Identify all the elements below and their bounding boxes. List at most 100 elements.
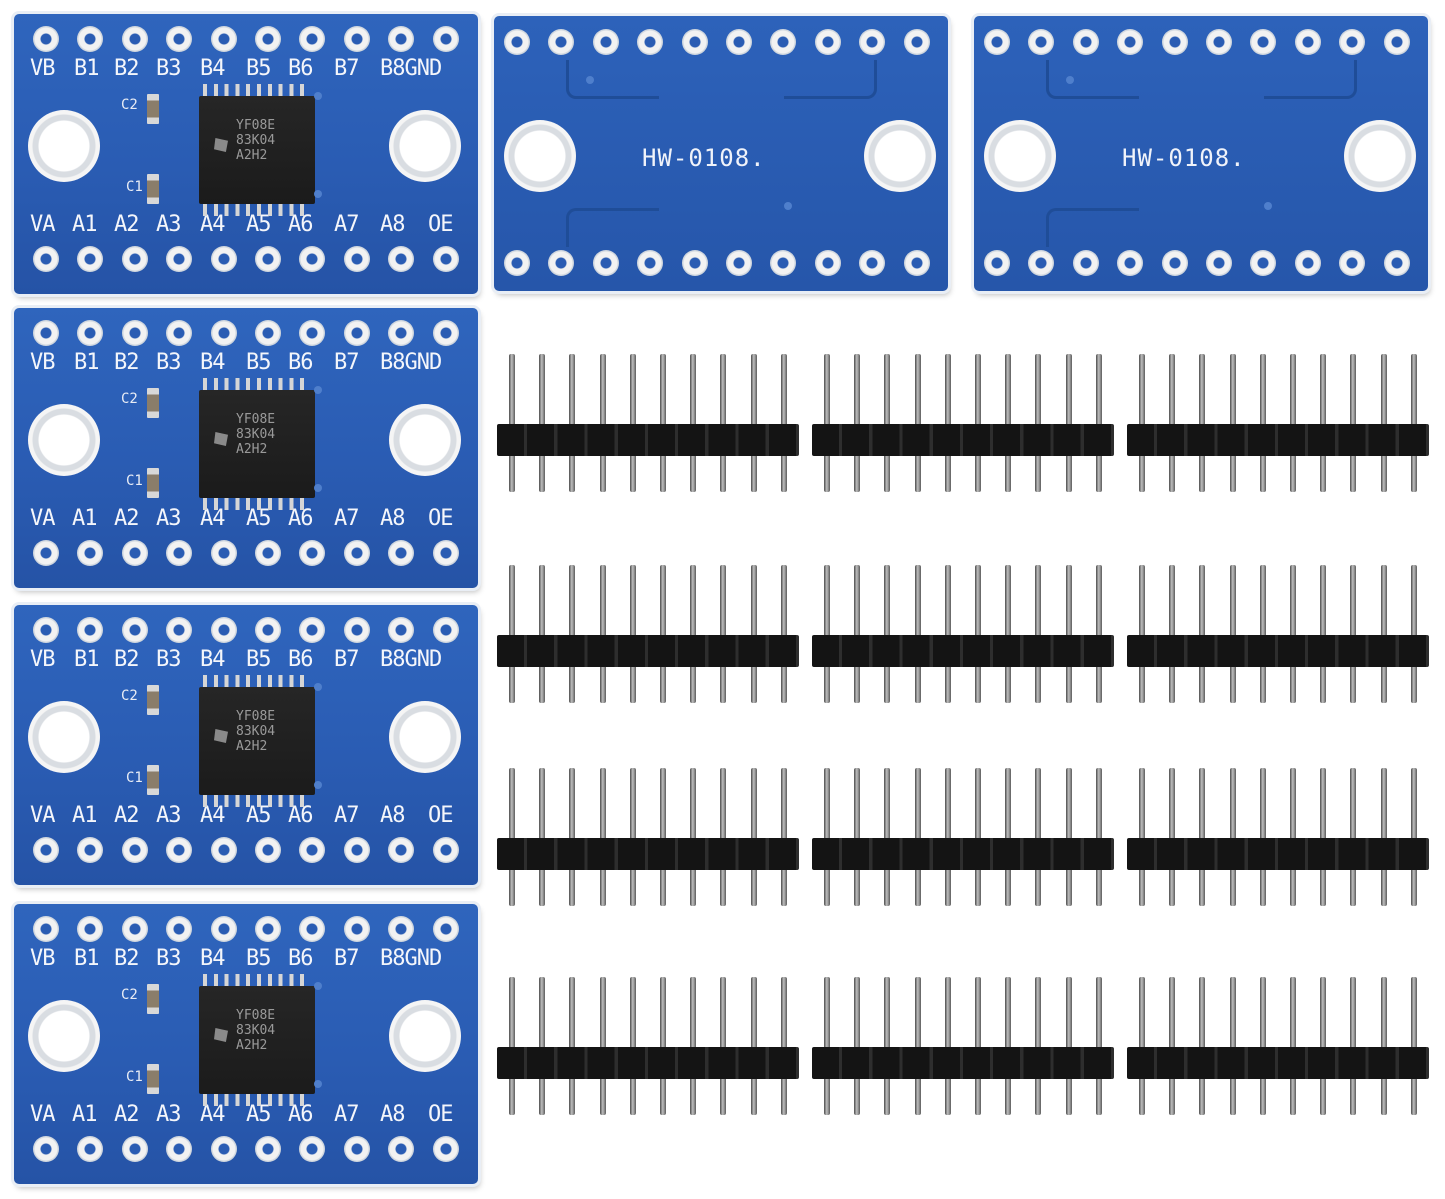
- solder-pad: [548, 250, 575, 276]
- header-pin: [1259, 565, 1266, 703]
- solder-pad: [388, 540, 415, 566]
- header-pin: [1259, 977, 1266, 1115]
- header-pin: [690, 977, 697, 1115]
- header-pin: [1199, 977, 1206, 1115]
- pin-label-bottom: VA: [30, 506, 55, 531]
- ti-logo-icon: [214, 1028, 228, 1042]
- solder-pad: [166, 916, 193, 942]
- pin-label-bottom: A2: [114, 803, 139, 828]
- header-plastic-block: [812, 424, 1114, 456]
- capacitor-c2: [147, 984, 159, 1014]
- solder-pad: [681, 250, 708, 276]
- header-pin: [750, 768, 757, 906]
- solder-pad: [121, 320, 148, 346]
- solder-pad: [343, 1136, 370, 1162]
- solder-pad: [388, 320, 415, 346]
- header-pin: [690, 354, 697, 492]
- pin-label-top: B5: [246, 946, 271, 971]
- header-pin: [975, 354, 981, 492]
- header-pin: [509, 977, 515, 1115]
- header-plastic-block: [1127, 635, 1429, 667]
- via: [314, 190, 322, 198]
- solder-pad: [33, 320, 59, 346]
- header-pin: [854, 565, 861, 703]
- pin-header-strip: [497, 977, 799, 1115]
- header-plastic-block: [1127, 1047, 1429, 1079]
- via: [784, 202, 792, 210]
- pin-label-top: VB: [30, 946, 55, 971]
- solder-pad: [432, 26, 459, 52]
- header-pin: [1290, 565, 1296, 703]
- solder-pad: [903, 29, 930, 55]
- pin-label-bottom: OE: [428, 506, 453, 531]
- solder-pad: [210, 540, 237, 566]
- solder-pad: [299, 617, 326, 643]
- pin-label-top: B6: [288, 350, 313, 375]
- header-pin: [1410, 977, 1417, 1115]
- header-pin: [1350, 977, 1357, 1115]
- header-pin: [720, 354, 727, 492]
- copper-trace: [1264, 60, 1357, 99]
- chip-pins-top: [203, 84, 311, 98]
- header-pin: [1005, 768, 1012, 906]
- pin-label-bottom: A5: [246, 506, 271, 531]
- solder-pad: [814, 250, 841, 276]
- header-pin: [1065, 768, 1072, 906]
- solder-pad: [1339, 250, 1366, 276]
- solder-pad: [984, 250, 1010, 276]
- header-pin: [1290, 768, 1296, 906]
- pin-label-bottom: A6: [288, 1102, 313, 1127]
- header-pin: [1380, 977, 1387, 1115]
- pin-label-top: B6: [288, 647, 313, 672]
- header-pin: [539, 768, 546, 906]
- pin-label-bottom: A4: [200, 803, 225, 828]
- header-pin: [690, 565, 697, 703]
- header-pin: [569, 354, 576, 492]
- chip-marking: YF08E 83K04 A2H2: [236, 118, 276, 163]
- pin-label-bottom: A8: [380, 506, 405, 531]
- solder-pad: [903, 250, 930, 276]
- header-pin: [1290, 977, 1296, 1115]
- header-pin: [629, 354, 636, 492]
- header-pin: [1065, 977, 1072, 1115]
- header-pin: [629, 768, 636, 906]
- solder-pad: [1339, 29, 1366, 55]
- pin-header-strip: [497, 354, 799, 492]
- header-pin: [1199, 354, 1206, 492]
- pin-header-strip: [497, 768, 799, 906]
- solder-pad: [255, 916, 281, 942]
- solder-pad: [77, 540, 104, 566]
- solder-pad: [1028, 29, 1055, 55]
- header-pin: [824, 565, 830, 703]
- pin-label-top: VB: [30, 647, 55, 672]
- solder-pad: [637, 29, 664, 55]
- solder-pad: [1294, 250, 1321, 276]
- solder-pad: [255, 320, 281, 346]
- header-plastic-block: [812, 1047, 1114, 1079]
- header-pin: [509, 768, 515, 906]
- pin-header-strip: [1127, 768, 1429, 906]
- header-plastic-block: [1127, 838, 1429, 870]
- copper-trace: [1046, 60, 1139, 99]
- pin-label-bottom: VA: [30, 212, 55, 237]
- header-pin: [780, 977, 787, 1115]
- solder-pad: [592, 250, 619, 276]
- capacitor-c2: [147, 94, 159, 124]
- header-pin: [629, 977, 636, 1115]
- capacitor-c1: [147, 468, 159, 498]
- capacitor-c2: [147, 685, 159, 715]
- header-pin: [1139, 354, 1145, 492]
- header-pin: [1410, 354, 1417, 492]
- solder-pad: [1072, 250, 1099, 276]
- header-pin: [1410, 768, 1417, 906]
- board-model-label: HW-0108.: [1122, 144, 1246, 172]
- header-pin: [914, 354, 921, 492]
- header-pin: [660, 768, 666, 906]
- pin-label-bottom: A6: [288, 506, 313, 531]
- header-pin: [569, 977, 576, 1115]
- pin-label-bottom: A4: [200, 1102, 225, 1127]
- header-plastic-block: [497, 838, 799, 870]
- solder-pad: [255, 26, 281, 52]
- solder-pad: [548, 29, 575, 55]
